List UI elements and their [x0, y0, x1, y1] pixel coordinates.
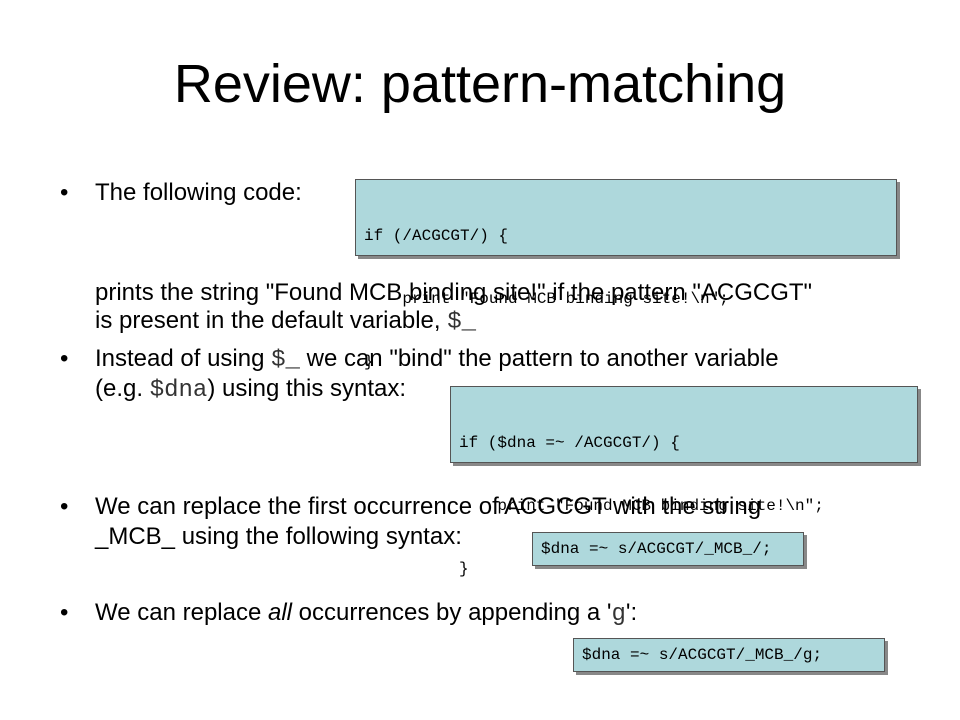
code-block-2: if ($dna =~ /ACGCGT/) { print "Found MCB…: [450, 386, 918, 578]
bullet-dot: •: [60, 179, 69, 206]
bullet4-text-b: occurrences by appending a ': [292, 599, 612, 626]
code-line: }: [459, 560, 469, 578]
code-block-4: $dna =~ s/ACGCGT/_MCB_/g;: [573, 638, 885, 672]
bullet2-text-b: we can "bind" the pattern to another var…: [299, 345, 779, 372]
bullet1-desc-text: is present in the default variable,: [95, 307, 448, 334]
bullet2-line2: (e.g. $dna) using this syntax:: [95, 374, 406, 406]
bullet-dot: •: [60, 345, 69, 372]
code-block-3: $dna =~ s/ACGCGT/_MCB_/;: [532, 532, 804, 566]
bullet1-desc-line2: is present in the default variable, $_: [95, 306, 476, 338]
bullet2-text-c: (e.g.: [95, 375, 150, 402]
code-block-1: if (/ACGCGT/) { print "Found MCB binding…: [355, 179, 897, 371]
default-variable: $_: [271, 347, 300, 374]
slide-title: Review: pattern-matching: [173, 54, 787, 114]
bullet2-line1: Instead of using $_ we can "bind" the pa…: [95, 344, 779, 376]
bullet3-line2: _MCB_ using the following syntax:: [95, 523, 462, 550]
code-line: if ($dna =~ /ACGCGT/) {: [459, 434, 680, 452]
bullet1-desc-line1: prints the string "Found MCB binding sit…: [95, 279, 813, 306]
bullet-dot: •: [60, 599, 69, 626]
bullet4-emphasis: all: [267, 599, 292, 626]
bullet3-line1: We can replace the first occurrence of A…: [95, 493, 762, 520]
bullet1-intro: The following code:: [95, 179, 302, 206]
bullet4-text-a: We can replace: [95, 599, 268, 626]
code-line: if (/ACGCGT/) {: [364, 227, 509, 245]
global-flag: g: [611, 601, 626, 628]
code-line: print "Found MCB binding site!\n";: [459, 497, 824, 515]
bullet2-text-a: Instead of using: [95, 345, 272, 372]
bullet4-line: We can replace all occurrences by append…: [95, 598, 637, 630]
bullet4-text-c: ':: [625, 599, 638, 626]
code-line: print "Found MCB binding site!\n";: [364, 290, 729, 308]
bullet2-text-d: ) using this syntax:: [207, 375, 407, 402]
bullet-dot: •: [60, 493, 69, 520]
code-line: }: [364, 353, 374, 371]
dna-variable: $dna: [149, 377, 208, 404]
default-variable: $_: [447, 309, 477, 336]
